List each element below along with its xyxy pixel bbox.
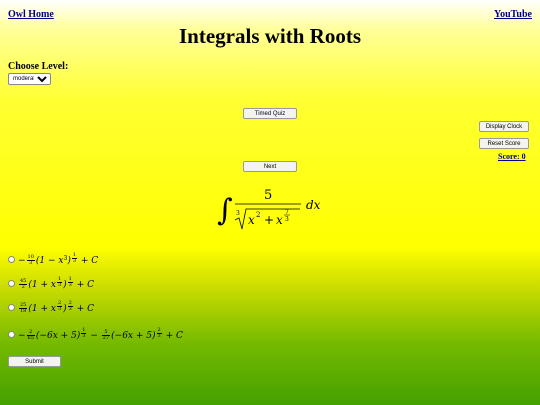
integral-sign: ∫ [217, 193, 233, 228]
reset-score-button[interactable]: Reset Score [479, 138, 529, 149]
score-display: Score: 0 [498, 152, 526, 161]
exponent-2-denominator: 3 [285, 216, 289, 223]
differential: dx [306, 198, 321, 212]
score-label: Score: [498, 152, 520, 161]
timed-quiz-button[interactable]: Timed Quiz [243, 108, 297, 119]
integral-expression: ∫ 5 3 x 2 + x 7 3 dx [217, 188, 321, 230]
exponent-2-numerator: 7 [285, 209, 289, 216]
radio-button[interactable] [8, 303, 15, 311]
lower-background [0, 247, 540, 405]
submit-button[interactable]: Submit [8, 356, 61, 367]
numerator: 5 [264, 188, 272, 203]
page-title: Integrals with Roots [179, 24, 361, 48]
radio-button[interactable] [8, 255, 15, 263]
radical-index: 3 [236, 210, 240, 217]
display-clock-button[interactable]: Display Clock [479, 121, 529, 132]
youtube-link[interactable]: YouTube [494, 9, 532, 20]
upper-background [0, 0, 540, 247]
radio-button[interactable] [8, 279, 15, 287]
score-value: 0 [521, 152, 526, 161]
level-select[interactable]: moderate [8, 73, 51, 85]
owl-home-link[interactable]: Owl Home [8, 9, 54, 20]
integral-problem: ∫ 5 3 x 2 + x 7 3 dx [215, 183, 335, 233]
radical-sign [234, 208, 300, 230]
exponent-1: 2 [256, 211, 260, 219]
next-button[interactable]: Next [243, 161, 297, 172]
radio-button[interactable] [8, 330, 15, 338]
base-2: x [276, 213, 283, 227]
base-1: x [248, 213, 255, 227]
level-label: Choose Level: [8, 61, 69, 72]
plus-sign: + [264, 213, 274, 227]
